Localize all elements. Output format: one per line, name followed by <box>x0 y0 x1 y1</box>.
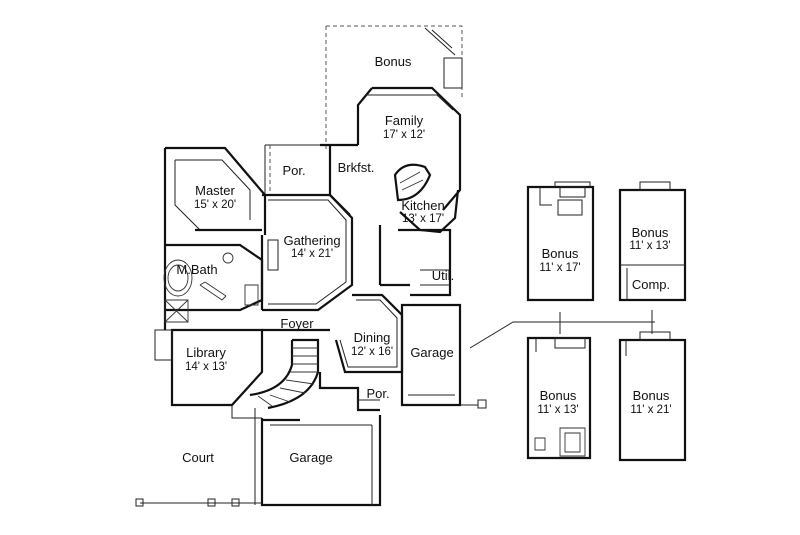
option-1-plan <box>526 181 595 302</box>
room-label-family: Family <box>385 113 424 128</box>
option-4-plan <box>618 331 687 462</box>
option-2-label: Bonus <box>632 225 669 240</box>
room-dims-dining: 12' x 16' <box>351 346 393 358</box>
room-label-garage-side: Garage <box>410 345 453 360</box>
room-label-porch-top: Por. <box>282 163 305 178</box>
room-label-library: Library <box>186 345 226 360</box>
option-3-plan <box>526 336 592 460</box>
option-4-label: Bonus <box>633 388 670 403</box>
room-label-util: Util. <box>432 268 454 283</box>
room-label-bonus: Bonus <box>375 54 412 69</box>
room-label-foyer: Foyer <box>280 316 314 331</box>
option-2-dims: 11' x 13' <box>629 240 670 252</box>
option-4-dims: 11' x 21' <box>630 404 671 416</box>
main-house-plan <box>135 25 487 507</box>
option-3-dims: 11' x 13' <box>537 404 578 416</box>
room-label-brkfst: Brkfst. <box>338 160 375 175</box>
option-3-label: Bonus <box>540 388 577 403</box>
room-label-porch-front: Por. <box>366 386 389 401</box>
room-label-gathering: Gathering <box>283 233 340 248</box>
room-dims-kitchen: 13' x 17' <box>402 213 444 225</box>
options-connector <box>469 310 655 349</box>
option-2-plan <box>618 181 687 302</box>
room-dims-master: 15' x 20' <box>194 199 236 211</box>
room-label-court: Court <box>182 450 214 465</box>
room-dims-gathering: 14' x 21' <box>291 248 333 260</box>
option-1-dims: 11' x 17' <box>539 262 580 274</box>
option-2-extra-label: Comp. <box>632 277 670 292</box>
room-dims-family: 17' x 12' <box>383 129 425 141</box>
room-label-garage-front: Garage <box>289 450 332 465</box>
room-label-mbath: M.Bath <box>176 262 217 277</box>
room-label-kitchen: Kitchen <box>401 198 444 213</box>
room-dims-library: 14' x 13' <box>185 361 227 373</box>
room-label-master: Master <box>195 183 235 198</box>
room-label-dining: Dining <box>354 330 391 345</box>
option-1-label: Bonus <box>542 246 579 261</box>
